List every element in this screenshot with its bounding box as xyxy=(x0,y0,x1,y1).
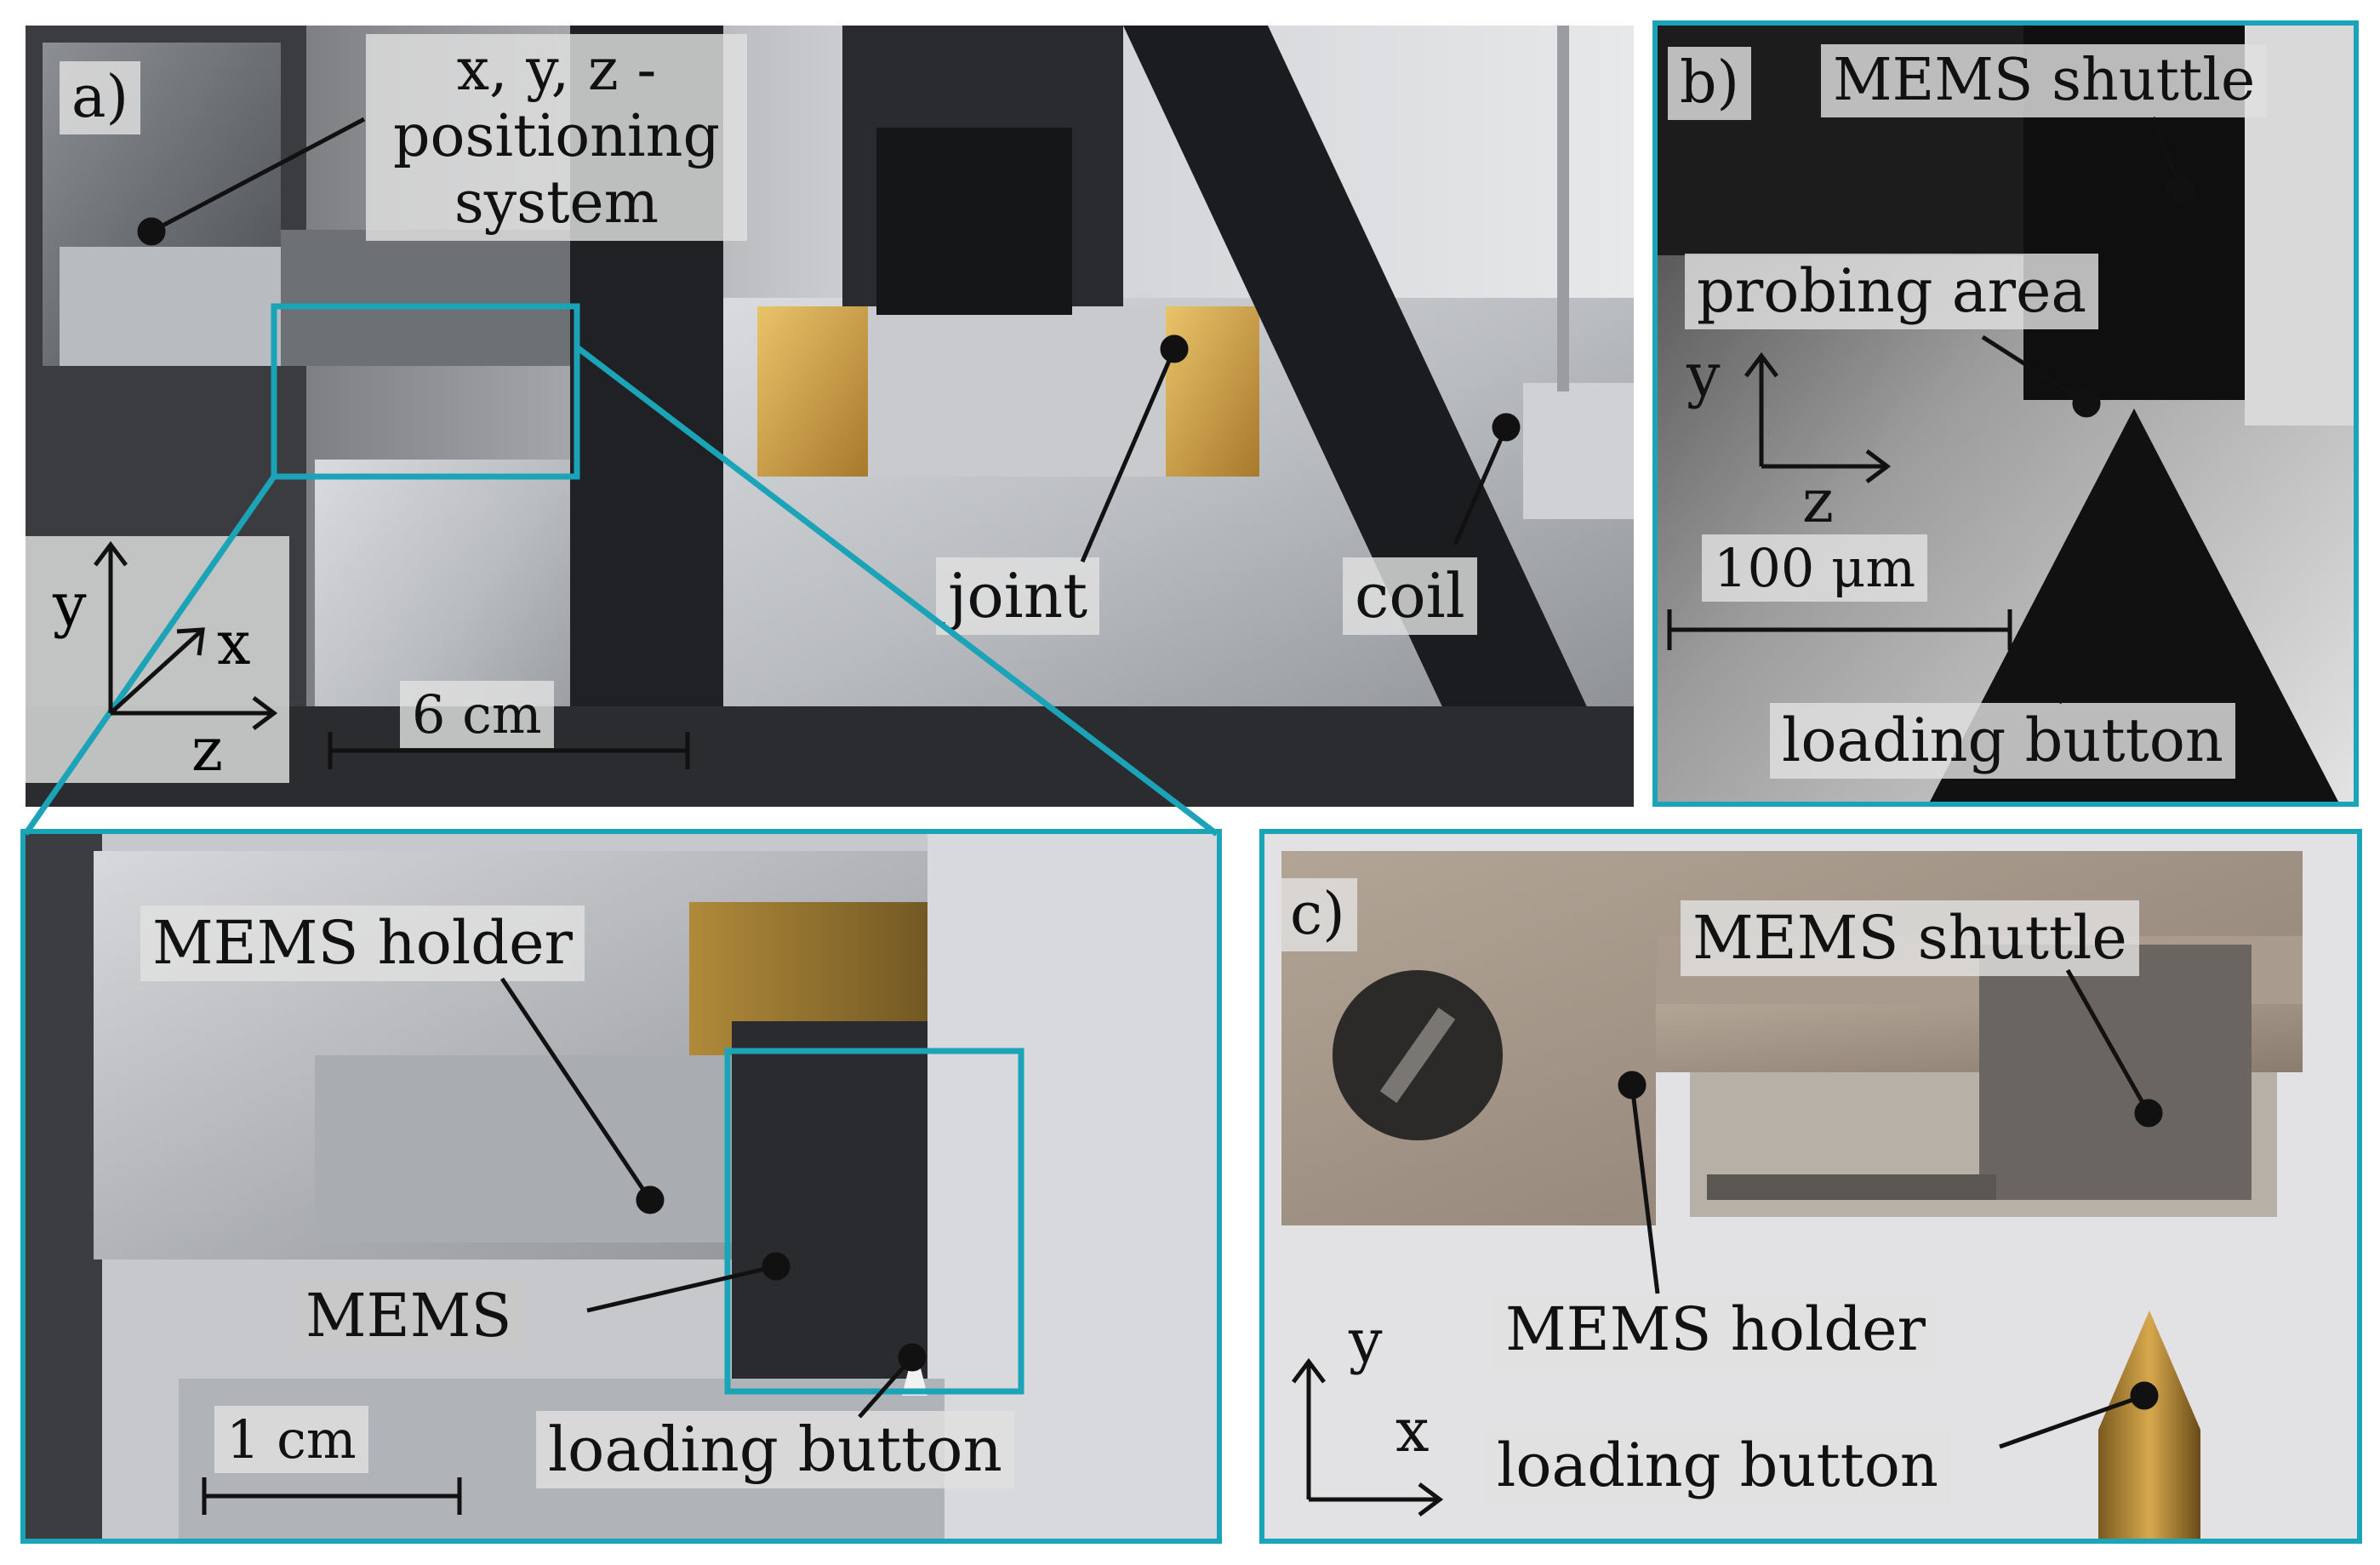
panel-b-photo xyxy=(1658,26,2354,802)
panel-b-mems-shuttle-label: MEMS shuttle xyxy=(1821,44,2268,118)
probing-area-label: probing area xyxy=(1685,254,2099,329)
scale-1cm-label: 1 cm xyxy=(214,1406,368,1474)
panel-c-mems-holder-label: MEMS holder xyxy=(1493,1292,1938,1368)
mems-label: MEMS xyxy=(294,1278,524,1354)
panel-b-loading-button-label: loading button xyxy=(1770,703,2235,779)
scale-100um-label: 100 μm xyxy=(1702,534,1928,603)
zoom-mems-holder-label: MEMS holder xyxy=(140,905,585,981)
panel-c-loading-button-label: loading button xyxy=(1485,1428,1950,1504)
panel-a-tag: a) xyxy=(60,61,141,135)
zoom-loading-button-label: loading button xyxy=(536,1411,1014,1488)
panel-b-tag: b) xyxy=(1668,47,1752,121)
joint-label: joint xyxy=(936,557,1100,635)
axis-label-y-b: y xyxy=(1687,340,1721,410)
axis-label-x-c: x xyxy=(1395,1396,1430,1465)
axis-label-y-a: y xyxy=(53,570,87,640)
positioning-line-2: positioning xyxy=(393,103,720,171)
axis-label-z-b: z xyxy=(1802,466,1834,536)
axis-label-y-c: y xyxy=(1349,1306,1383,1376)
positioning-system-label: x, y, z - positioning system xyxy=(366,34,747,241)
panel-c-tag: c) xyxy=(1278,878,1357,952)
positioning-line-3: system xyxy=(454,169,659,237)
scale-6cm-label: 6 cm xyxy=(400,681,554,749)
panel-b xyxy=(1652,20,2359,807)
positioning-line-1: x, y, z - xyxy=(456,37,657,104)
panel-c-mems-shuttle-label: MEMS shuttle xyxy=(1681,900,2139,976)
axis-label-x-a: x xyxy=(217,608,251,678)
coil-label: coil xyxy=(1343,557,1477,635)
axis-label-z-a: z xyxy=(191,715,223,785)
